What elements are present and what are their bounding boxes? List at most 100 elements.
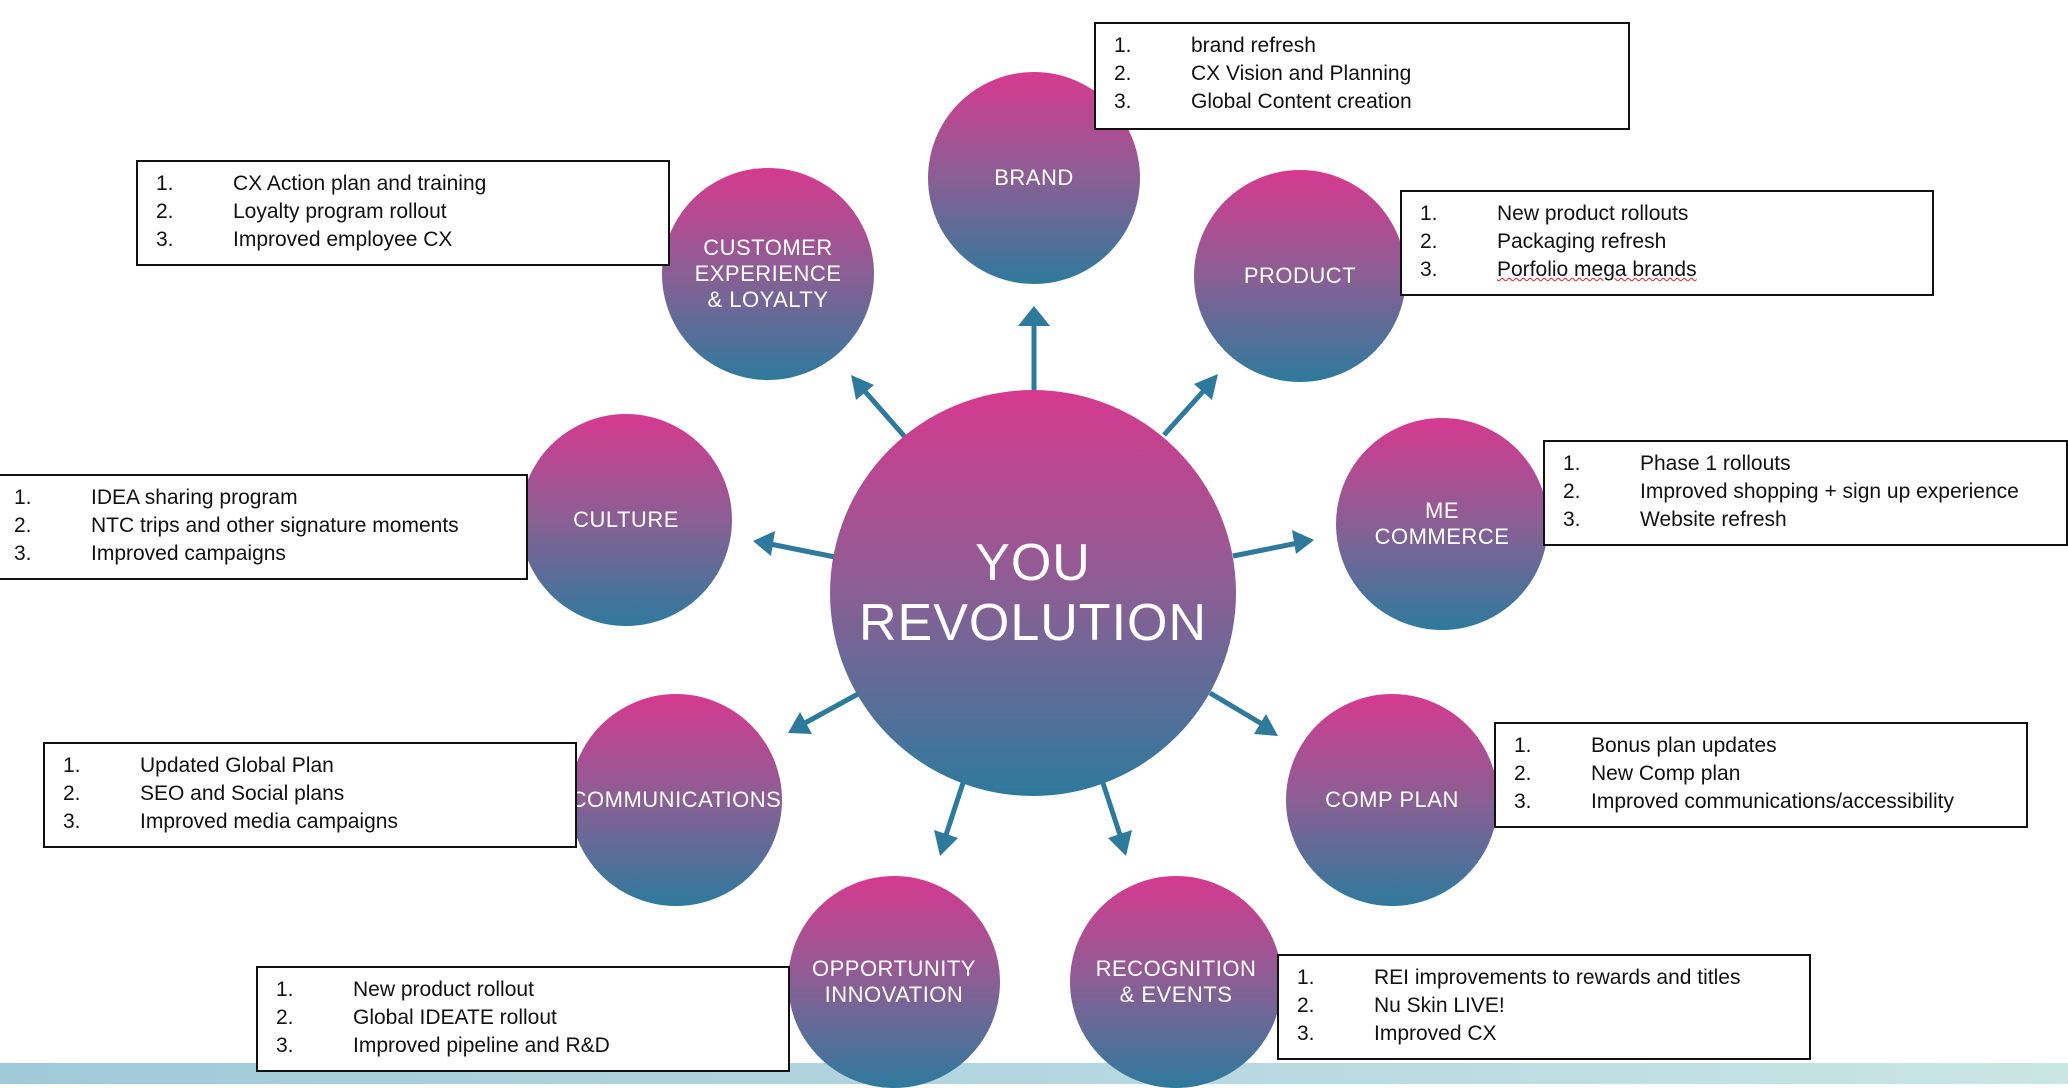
- box-culture: 1.IDEA sharing program 2.NTC trips and o…: [0, 474, 528, 580]
- item-number: 3.: [276, 1034, 294, 1057]
- node-recognition-events: RECOGNITION & EVENTS: [1070, 876, 1282, 1088]
- item-text: Packaging refresh: [1497, 230, 1667, 253]
- node-label: COMMUNICATIONS: [570, 787, 782, 812]
- item-number: 1.: [276, 978, 294, 1001]
- arrow-head-communications: [788, 712, 812, 734]
- node-label: COMP PLAN: [1325, 787, 1459, 812]
- item-number: 3.: [1114, 90, 1132, 113]
- node-communications: COMMUNICATIONS: [570, 694, 782, 906]
- node-label: RECOGNITION & EVENTS: [1095, 956, 1257, 1007]
- box-product: 1.New product rollouts 2.Packaging refre…: [1400, 190, 1934, 296]
- item-number: 1.: [63, 754, 81, 777]
- box-opportunity-innovation: 1. New product rollout 2. Global IDEATE ro…: [256, 966, 790, 1072]
- list-item: 2.SEO and Social plans: [63, 780, 563, 808]
- list-item: 3. Improved employee CX: [156, 226, 656, 254]
- list-item: 1. New product rollout: [276, 976, 776, 1004]
- list-item: 3. Website refresh: [1563, 506, 2054, 534]
- item-number: 2.: [1114, 62, 1132, 85]
- item-number: 3.: [1514, 790, 1532, 813]
- node-label: CULTURE: [573, 507, 679, 532]
- arrow-product: [1162, 384, 1210, 437]
- item-text: Improved employee CX: [233, 228, 453, 251]
- item-text: CX Vision and Planning: [1191, 62, 1412, 85]
- node-label: CUSTOMER EXPERIENCE & LOYALTY: [694, 235, 842, 312]
- box-communications: 1. Updated Global Plan 2.SEO and Social p…: [43, 742, 577, 848]
- item-text: New product rollout: [353, 978, 534, 1001]
- list-item: 2. Loyalty program rollout: [156, 198, 656, 226]
- node-label: OPPORTUNITY INNOVATION: [811, 956, 976, 1007]
- list-item: 3. Porfolio mega brands: [1420, 256, 1920, 284]
- item-text: brand refresh: [1191, 34, 1316, 57]
- list-item: 1.CX Action plan and training: [156, 170, 656, 198]
- list-item: 2. New Comp plan: [1514, 760, 2014, 788]
- item-number: 1.: [1114, 34, 1132, 57]
- item-number: 3.: [1297, 1022, 1315, 1045]
- item-number: 1.: [1514, 734, 1532, 757]
- item-text: Bonus plan updates: [1591, 734, 1777, 757]
- arrow-culture: [769, 541, 836, 560]
- item-text: Nu Skin LIVE!: [1374, 994, 1505, 1017]
- list-item: 2.Packaging refresh: [1420, 228, 1920, 256]
- item-number: 3.: [1563, 508, 1581, 531]
- node-me-commerce: ME COMMERCE: [1336, 418, 1548, 630]
- item-number: 3.: [1420, 258, 1438, 281]
- item-text: Improved campaigns: [91, 542, 286, 565]
- box-recognition-events: 1.REI improvements to rewards and titles…: [1277, 954, 1811, 1060]
- list-item: 3. Improved communications/accessibility: [1514, 788, 2014, 816]
- item-text: Updated Global Plan: [140, 754, 334, 777]
- item-text: New Comp plan: [1591, 762, 1741, 785]
- arrow-recognition: [1099, 779, 1123, 836]
- arrow-communications: [803, 691, 860, 726]
- list-item: 2.NTC trips and other signature moments: [14, 512, 514, 540]
- arrow-head-me-commerce: [1292, 530, 1314, 554]
- item-text: Phase 1 rollouts: [1640, 452, 1791, 475]
- list-item: 1.REI improvements to rewards and titles: [1297, 964, 1797, 992]
- item-text: Website refresh: [1640, 508, 1787, 531]
- list-item: 3. Improved CX: [1297, 1020, 1797, 1048]
- list-item: 2. Improved shopping + sign up experience: [1563, 478, 2054, 506]
- item-text: Loyalty program rollout: [233, 200, 447, 223]
- node-opportunity-innovation: OPPORTUNITY INNOVATION: [788, 876, 1000, 1088]
- arrow-comp-plan: [1208, 690, 1264, 727]
- node-customer-experience-loyalty: CUSTOMER EXPERIENCE & LOYALTY: [662, 168, 874, 380]
- item-number: 1.: [1563, 452, 1581, 475]
- item-number: 2.: [1514, 762, 1532, 785]
- item-text: CX Action plan and training: [233, 172, 487, 195]
- item-text: Global IDEATE rollout: [353, 1006, 557, 1029]
- item-number: 2.: [276, 1006, 294, 1029]
- item-number: 2.: [1563, 480, 1581, 503]
- item-number: 3.: [156, 228, 174, 251]
- item-number: 3.: [14, 542, 32, 565]
- list-item: 2. CX Vision and Planning: [1114, 60, 1616, 88]
- item-text: Improved CX: [1374, 1022, 1497, 1045]
- item-text: Porfolio mega brands: [1497, 258, 1697, 281]
- node-label: ME COMMERCE: [1374, 498, 1510, 549]
- list-item: 1. brand refresh: [1114, 32, 1616, 60]
- node-brand: BRAND: [928, 72, 1140, 284]
- item-number: 1.: [1420, 202, 1438, 225]
- item-number: 1.: [14, 486, 32, 509]
- arrow-head-recognition: [1108, 830, 1132, 856]
- item-text: Improved media campaigns: [140, 810, 398, 833]
- node-culture: CULTURE: [520, 414, 732, 626]
- list-item: 1.IDEA sharing program: [14, 484, 514, 512]
- list-item: 3. Global Content creation: [1114, 88, 1616, 116]
- item-text: Improved pipeline and R&D: [353, 1034, 610, 1057]
- item-text: Improved shopping + sign up experience: [1640, 480, 2019, 503]
- arrow-head-cx-loyalty: [851, 375, 874, 400]
- box-brand: 1. brand refresh 2. CX Vision and Planning…: [1094, 22, 1630, 130]
- item-text: Global Content creation: [1191, 90, 1412, 113]
- arrow-head-opportunity: [934, 830, 958, 856]
- list-item: 3. Improved campaigns: [14, 540, 514, 568]
- list-item: 3. Improved pipeline and R&D: [276, 1032, 776, 1060]
- node-comp-plan: COMP PLAN: [1286, 694, 1498, 906]
- item-number: 2.: [14, 514, 32, 537]
- item-text: SEO and Social plans: [140, 782, 345, 805]
- item-text: Improved communications/accessibility: [1591, 790, 1954, 813]
- box-comp-plan: 1. Bonus plan updates 2. New Comp plan 3. I…: [1494, 722, 2028, 828]
- arrow-me-commerce: [1232, 540, 1299, 559]
- item-number: 2.: [156, 200, 174, 223]
- list-item: 2.Nu Skin LIVE!: [1297, 992, 1797, 1020]
